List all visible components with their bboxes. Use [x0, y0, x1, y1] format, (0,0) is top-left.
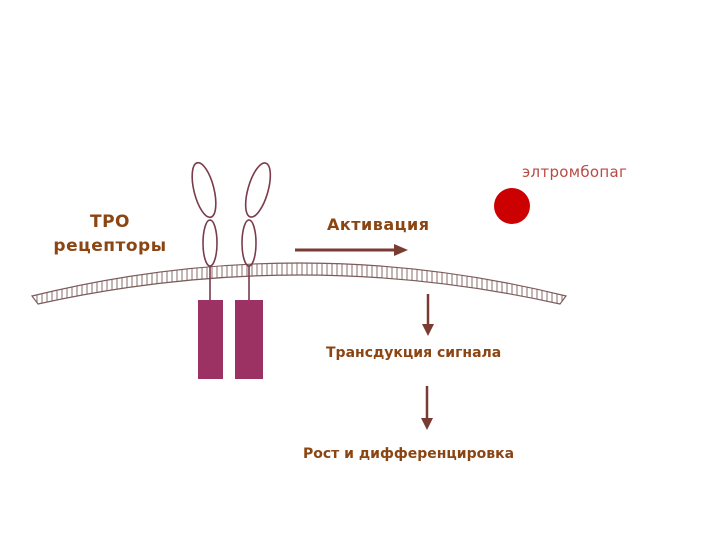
activation-arrow	[295, 244, 408, 256]
tpo-receptors-label-line2: рецепторы	[53, 236, 167, 256]
growth-arrow	[421, 386, 433, 430]
tpo-receptors-label-line1: ТРО	[89, 212, 130, 232]
transduction-arrow	[422, 294, 434, 336]
growth-label: Рост и дифференцировка	[303, 446, 515, 462]
tpo-receptors-label: ТРО рецепторы	[40, 210, 180, 258]
tpo-receptor-right	[235, 162, 272, 379]
eltrombopag-molecule	[494, 188, 530, 224]
cell-membrane	[30, 262, 568, 305]
tpo-receptor-left	[191, 161, 223, 379]
transduction-label: Трансдукция сигнала	[326, 345, 502, 361]
activation-label: Активация	[327, 215, 430, 234]
drug-label: элтромбопаг	[522, 163, 628, 181]
